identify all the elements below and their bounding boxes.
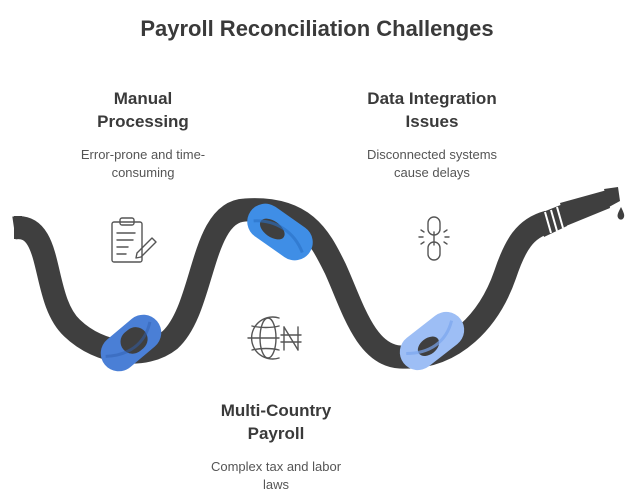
heading-line: Data Integration: [367, 89, 497, 108]
heading-line: Processing: [97, 112, 189, 131]
knot-data-integration: [399, 311, 465, 371]
water-drop: [617, 207, 625, 220]
chain-link-icon: [418, 216, 450, 261]
nozzle: [538, 187, 625, 237]
desc-manual-processing: Error-prone and time- consuming: [48, 146, 238, 182]
desc-line: Error-prone and time-: [80, 147, 206, 162]
globe-currency-icon: [247, 316, 302, 360]
desc-data-integration: Disconnected systems cause delays: [342, 146, 522, 182]
desc-line: laws: [262, 477, 289, 492]
diagram-title: Payroll Reconciliation Challenges: [140, 16, 494, 41]
heading-line: Payroll: [247, 424, 305, 443]
heading-line: Issues: [405, 112, 459, 131]
hose: [12, 198, 552, 369]
desc-line: Disconnected systems: [366, 147, 498, 162]
desc-line: Complex tax and labor: [210, 459, 342, 474]
clipboard-icon: [111, 217, 157, 263]
desc-line: consuming: [111, 165, 175, 180]
hose-end-cap: [14, 216, 22, 239]
heading-line: Manual: [113, 89, 173, 108]
knot-multi-country: [247, 203, 313, 261]
desc-multi-country: Complex tax and labor laws: [181, 458, 371, 494]
heading-data-integration: Data Integration Issues: [342, 87, 522, 133]
heading-multi-country: Multi-Country Payroll: [196, 399, 356, 445]
heading-line: Multi-Country: [220, 401, 332, 420]
heading-manual-processing: Manual Processing: [63, 87, 223, 133]
desc-line: cause delays: [394, 165, 470, 180]
knot-manual-processing: [100, 314, 162, 372]
